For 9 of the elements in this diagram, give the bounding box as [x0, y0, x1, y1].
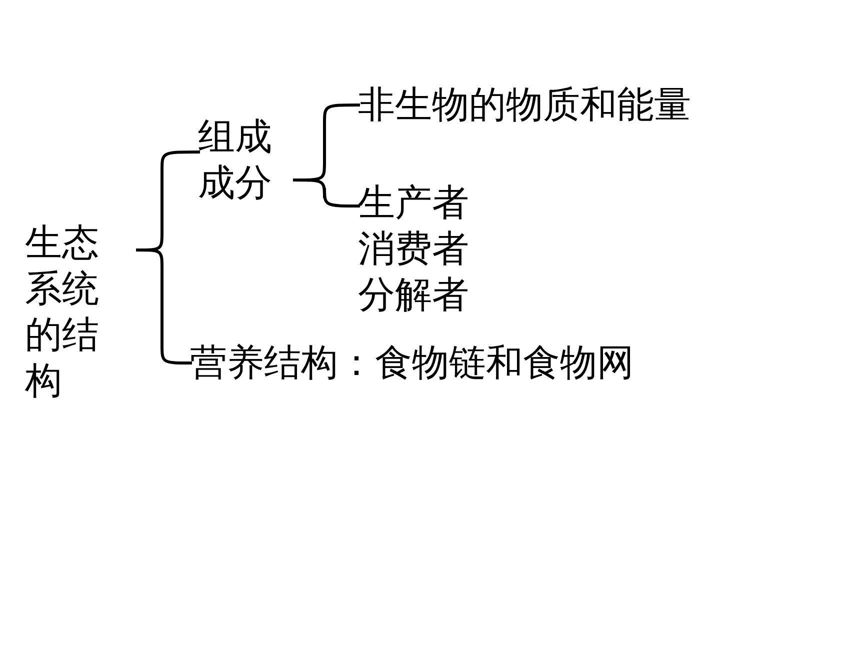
item-label: 非生物的物质和能量: [358, 82, 718, 128]
brace-line: [293, 178, 360, 208]
category-label: 组成成分: [198, 114, 296, 206]
category-label: 营养结构：食物链和食物网: [190, 340, 660, 386]
item-label: 消费者: [358, 226, 470, 272]
brace-line: [136, 248, 192, 364]
item-label: 分解者: [358, 272, 470, 318]
item-label: 生产者: [358, 180, 470, 226]
vertical-label: 生态系统的结构: [25, 220, 139, 404]
